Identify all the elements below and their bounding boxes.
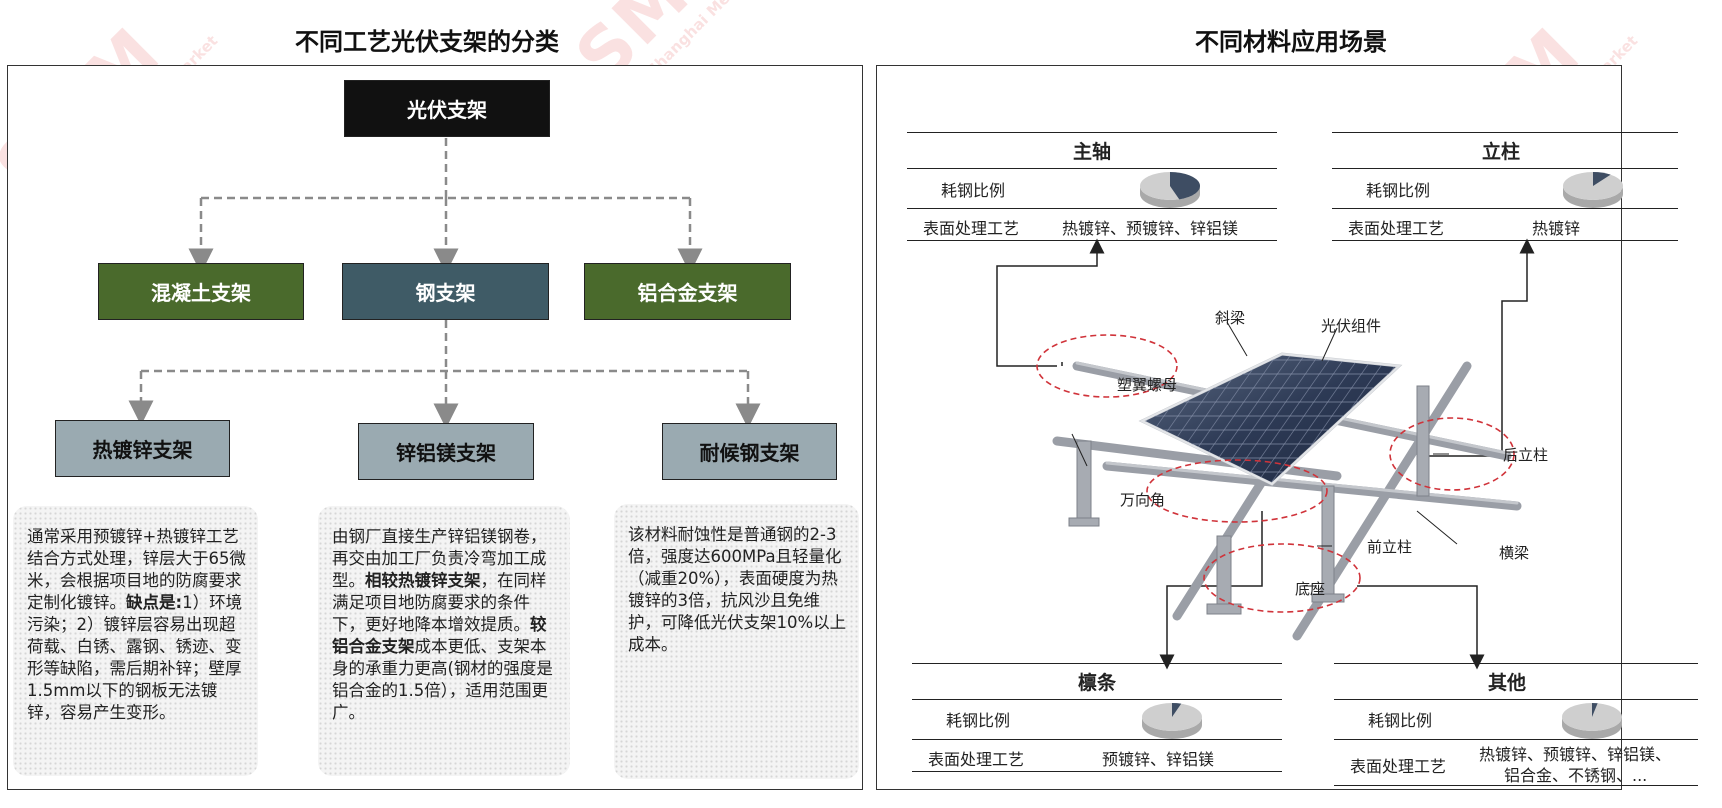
arrow-to-other [1357,585,1485,670]
steel-ratio-pie [1562,703,1622,739]
steel-ratio-pie [1142,703,1202,739]
rail-front [1102,461,1522,511]
classification-panel: 光伏支架 混凝土支架 钢支架 铝合金支架 热镀锌支架 锌铝镁支架 耐候钢支架 通… [7,65,863,790]
highlight-universal [1146,459,1328,523]
label-module: 光伏组件 [1321,317,1382,335]
note-weathering: 该材料耐蚀性是普通钢的2-3倍，强度达600MPa且轻量化（减重20%），表面硬… [614,504,859,779]
process-label: 表面处理工艺 [1350,757,1447,776]
ratio-label: 耗钢比例 [946,711,1011,730]
post-left [1076,440,1092,522]
bracket-illustration [996,238,1535,670]
process-label: 表面处理工艺 [923,219,1020,238]
node-steel: 钢支架 [342,263,549,320]
rail-mid [1052,436,1342,481]
node-weathering: 耐候钢支架 [662,423,837,480]
solar-panel [1138,352,1403,486]
ratio-label: 耗钢比例 [1368,711,1433,730]
table-main-shaft: 主轴 耗钢比例 表面处理工艺 热镀锌、预镀锌、锌铝镁 [907,132,1277,242]
process-value: 预镀锌、锌铝镁 [1102,750,1215,769]
base-plate [1206,603,1242,615]
process-value: 热镀锌 [1532,219,1581,238]
pie-slice-steel [1592,703,1598,717]
table-title: 檩条 [1077,672,1116,694]
root-node: 光伏支架 [344,80,550,137]
table-other: 其他 耗钢比例 表面处理工艺 热镀锌、预镀锌、锌铝镁、 铝合金、不锈钢、... [1334,663,1698,786]
ratio-label: 耗钢比例 [941,181,1006,200]
table-title: 主轴 [1072,141,1111,163]
node-znalmg: 锌铝镁支架 [358,423,534,480]
process-label: 表面处理工艺 [928,750,1025,769]
process-value: 热镀锌、预镀锌、锌铝镁、 [1479,745,1672,764]
note-znalmg: 由钢厂直接生产锌铝镁钢卷，再交由加工厂负责冷弯加工成型。相较热镀锌支架，在同样满… [318,506,570,776]
application-panel: 主轴 耗钢比例 表面处理工艺 热镀锌、预镀锌、锌铝镁 立柱 耗钢比例 表面处理工… [876,65,1698,790]
label-crossbeam: 横梁 [1499,544,1530,562]
label-rear-post: 后立柱 [1503,446,1549,464]
pie-slice-steel [1593,172,1611,186]
label-nut: 塑翼螺母 [1117,376,1178,394]
highlight-nut [1036,334,1178,398]
highlight-rear-post [1389,417,1515,491]
highlight-base [1203,543,1361,613]
node-hotdip: 热镀锌支架 [55,420,230,477]
table-title: 立柱 [1481,141,1520,163]
arrow-to-main-shaft [996,238,1105,367]
table-column: 立柱 耗钢比例 表面处理工艺 热镀锌 [1332,132,1678,242]
label-universal: 万向角 [1120,491,1166,509]
node-concrete: 混凝土支架 [98,263,304,320]
steel-ratio-pie [1563,172,1623,208]
label-diagonal: 斜梁 [1215,309,1246,327]
node-aluminum: 铝合金支架 [584,263,791,320]
note-hotdip: 通常采用预镀锌+热镀锌工艺结合方式处理，锌层大于65微米，会根据项目地的防腐要求… [13,506,258,776]
process-value-line2: 铝合金、不锈钢、... [1504,766,1648,785]
tree-connectors [128,138,761,429]
steel-ratio-pie [1140,172,1200,208]
front-post [1216,535,1232,607]
label-front-post: 前立柱 [1367,538,1413,556]
pie-slice-steel [1170,172,1200,200]
process-label: 表面处理工艺 [1348,219,1445,238]
right-title: 不同材料应用场景 [1195,28,1387,56]
label-base: 底座 [1295,580,1326,598]
arrow-to-column [1422,238,1535,457]
table-purlin: 檩条 耗钢比例 表面处理工艺 预镀锌、锌铝镁 [912,663,1282,773]
left-title: 不同工艺光伏支架的分类 [295,28,559,56]
ratio-label: 耗钢比例 [1366,181,1431,200]
table-title: 其他 [1487,672,1526,694]
process-value: 热镀锌、预镀锌、锌铝镁 [1062,219,1239,238]
pie-slice-steel [1172,703,1182,717]
rear-post [1416,385,1430,497]
arrow-to-purlin [1159,511,1263,670]
